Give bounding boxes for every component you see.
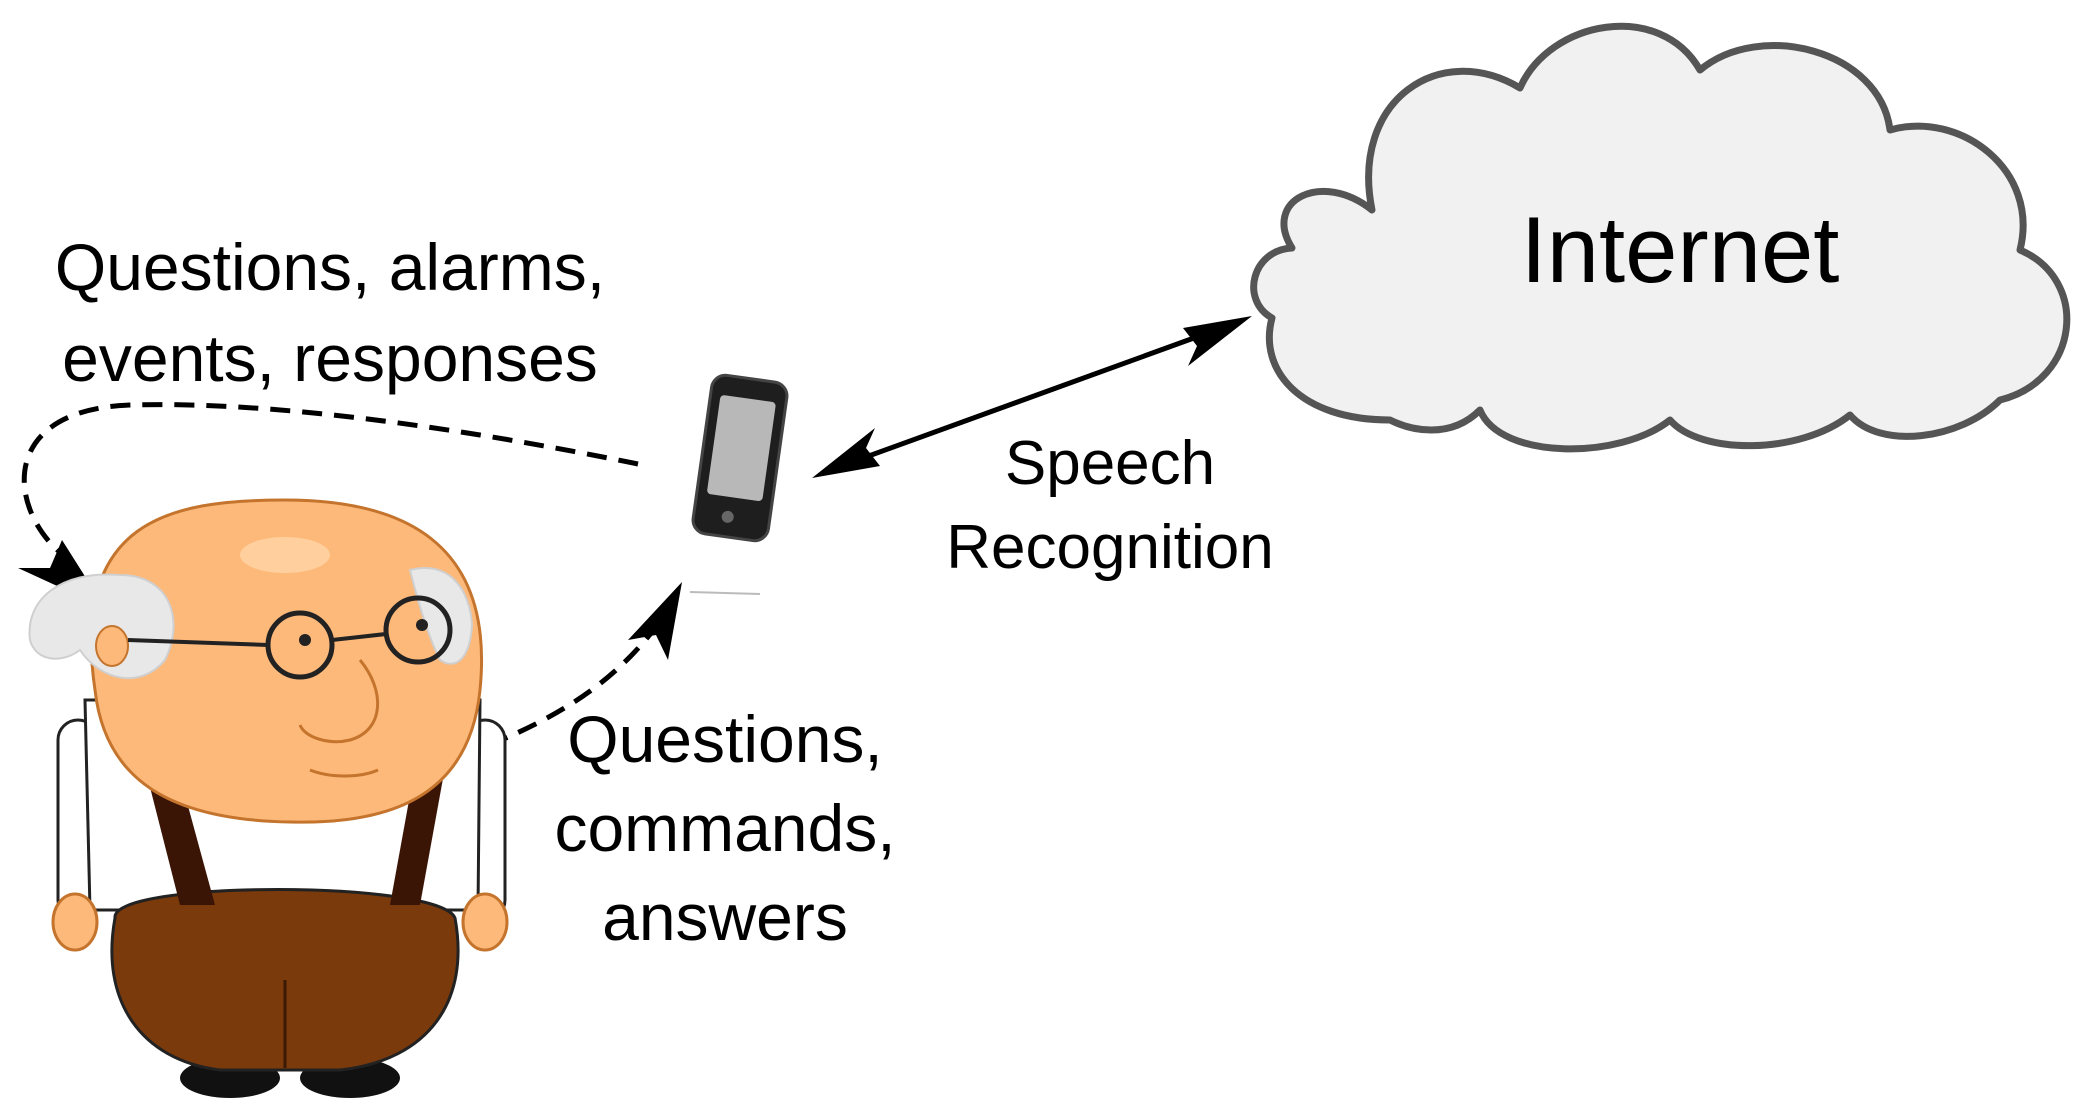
- incoming-label-line-3: answers: [602, 880, 848, 954]
- incoming-label: Questions, commands, answers: [525, 695, 925, 962]
- cloud-label: Internet: [1520, 197, 1840, 302]
- outgoing-label: Questions, alarms, events, responses: [20, 222, 640, 404]
- speech-label-line-2: Recognition: [946, 513, 1274, 582]
- outgoing-label-line-2: events, responses: [62, 321, 598, 395]
- elderly-man-icon: [28, 498, 509, 1098]
- speech-label-line-1: Speech: [1004, 429, 1216, 498]
- incoming-label-line-1: Questions,: [567, 702, 883, 776]
- speech-recognition-label: Speech Recognition: [920, 422, 1300, 590]
- speech-recognition-arrow: [812, 316, 1252, 478]
- smartphone-icon: [689, 373, 789, 595]
- outgoing-label-line-1: Questions, alarms,: [54, 230, 606, 304]
- cloud-icon: [1250, 22, 2071, 453]
- incoming-label-line-2: commands,: [554, 791, 896, 865]
